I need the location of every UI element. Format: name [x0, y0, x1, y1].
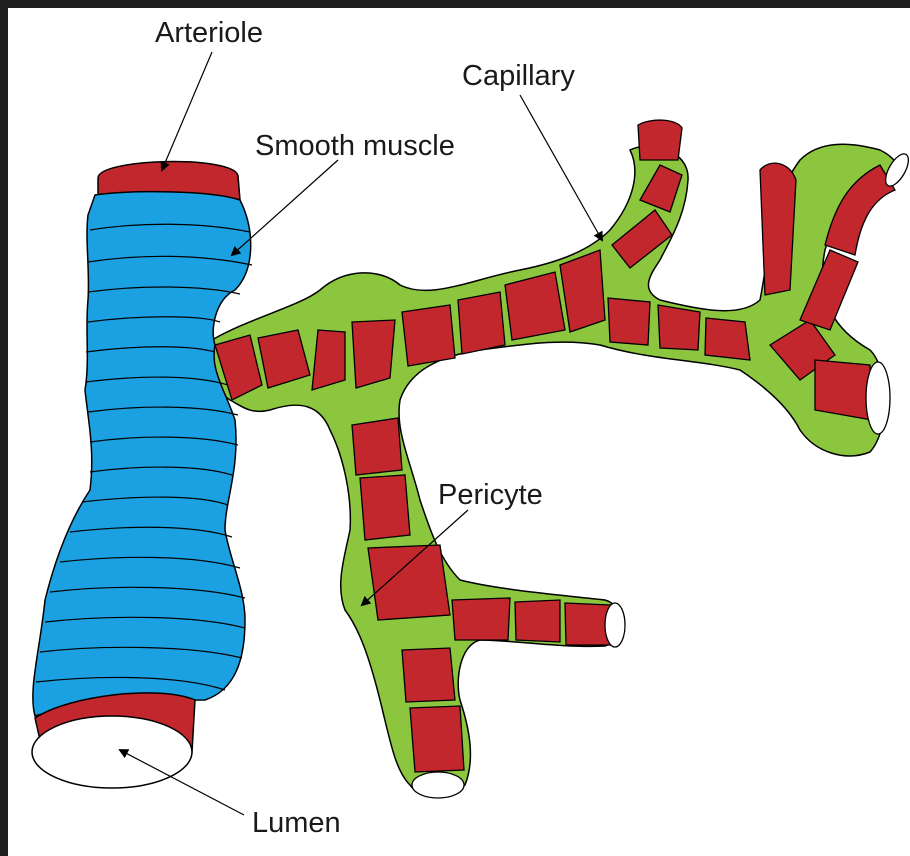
smooth-muscle-label: Smooth muscle [255, 130, 455, 162]
lumen-label: Lumen [252, 807, 341, 839]
pericyte-sheath [211, 144, 899, 796]
pericyte-label: Pericyte [438, 479, 543, 511]
arteriole-label: Arteriole [155, 17, 263, 49]
arteriole-lumen [32, 716, 192, 788]
arteriole [32, 162, 252, 788]
smooth-muscle-arrow [232, 160, 338, 255]
capillary-endothelium [215, 120, 895, 772]
arteriole-arrow [162, 52, 212, 170]
smooth-muscle-layer [33, 192, 251, 716]
capillary-label: Capillary [462, 60, 575, 92]
capillary-arrow [520, 95, 602, 240]
